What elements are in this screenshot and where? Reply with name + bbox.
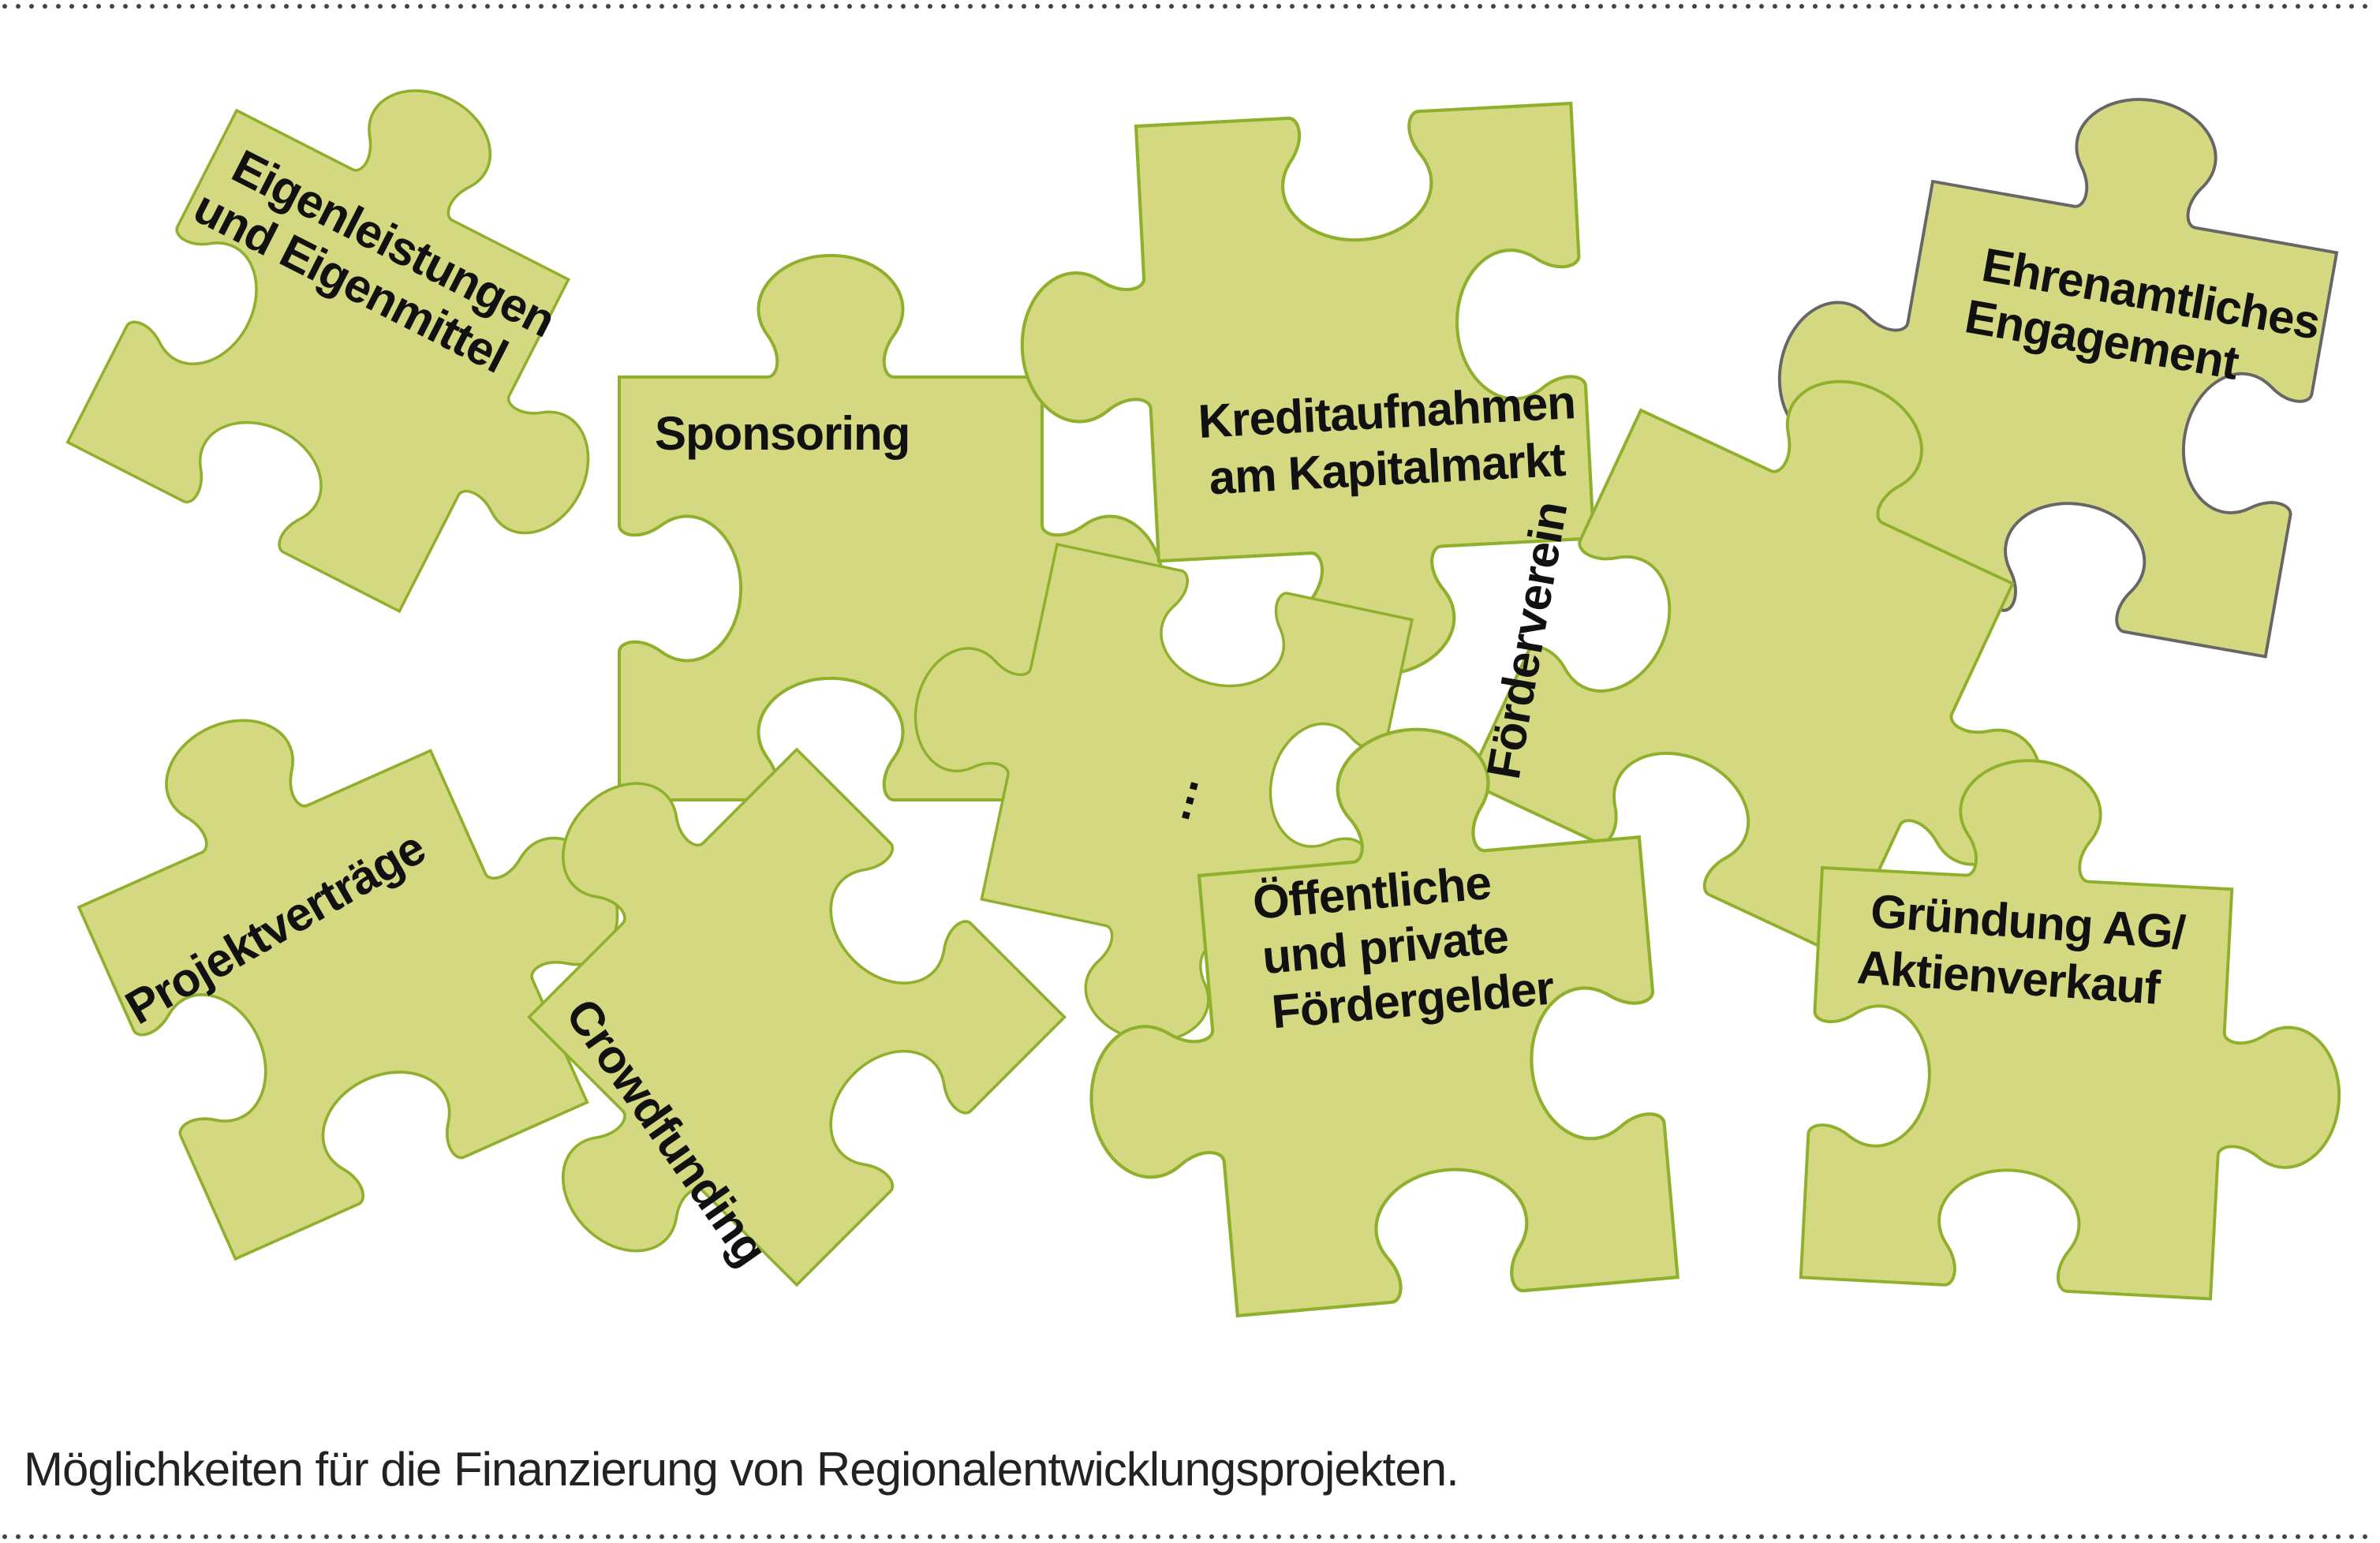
label-sponsoring-line-1: Sponsoring bbox=[655, 407, 910, 460]
piece-eigenleistungen bbox=[65, 13, 714, 662]
bottom-dotted-rule bbox=[2, 1534, 2378, 1539]
label-sponsoring: Sponsoring bbox=[655, 407, 910, 460]
figure-caption: Möglichkeiten für die Finanzierung von R… bbox=[24, 1443, 1459, 1496]
